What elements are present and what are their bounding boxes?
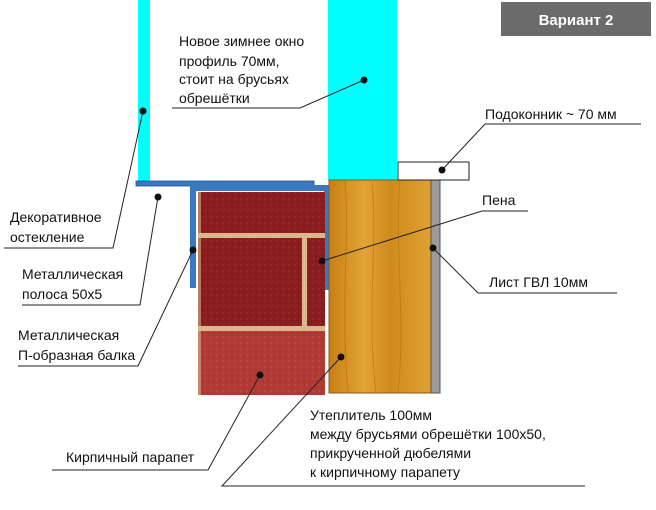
leader-dot — [189, 246, 197, 254]
leader-foam — [321, 210, 528, 262]
window-sill — [397, 161, 470, 181]
leader-dot — [337, 353, 345, 361]
leader-decor — [4, 110, 144, 249]
label-foam: Пена — [482, 192, 516, 208]
mortar-joint — [198, 326, 325, 331]
leader-dot — [256, 371, 264, 379]
mortar-joint — [198, 233, 325, 238]
leader-lines — [4, 79, 641, 487]
leader-dot — [318, 257, 326, 265]
leader-insulation — [220, 356, 585, 487]
leader-dot — [139, 107, 147, 115]
wood-grain — [344, 181, 349, 393]
mortar-joint — [198, 192, 201, 395]
metal-u-beam — [190, 185, 330, 290]
mortar-joint — [302, 236, 307, 328]
label-metal-strip: Металлическая полоса 50х5 — [22, 266, 127, 302]
label-metal-u-beam: Металлическая П-образная балка — [18, 327, 135, 363]
label-decorative-glazing: Декоративное остекление — [10, 209, 105, 245]
leader-dot — [154, 193, 162, 201]
variant-badge-bg — [501, 2, 651, 36]
leader-dot — [438, 166, 446, 174]
label-brick-parapet: Кирпичный парапет — [66, 449, 195, 465]
leader-dots — [139, 76, 446, 379]
new-window-pane — [328, 0, 397, 180]
gvl-sheet — [430, 179, 441, 394]
leader-sill — [441, 123, 641, 171]
label-window: Новое зимнее окно профиль 70мм, стоит на… — [179, 33, 308, 106]
wood-beam — [328, 179, 432, 394]
label-insulation: Утеплитель 100мм между брусьями обрешётк… — [310, 407, 550, 480]
label-gvl: Лист ГВЛ 10мм — [489, 274, 588, 290]
label-sill: Подоконник ~ 70 мм — [485, 106, 617, 122]
leader-window — [172, 79, 365, 109]
wood-grain — [371, 181, 377, 393]
brick-parapet — [198, 192, 325, 395]
leader-dot — [429, 244, 437, 252]
leader-parapet — [52, 374, 261, 471]
wood-grain — [397, 181, 402, 393]
leader-beam — [18, 249, 194, 367]
leader-strip — [22, 196, 159, 306]
leader-dot — [360, 76, 368, 84]
decorative-glass-pane — [138, 0, 150, 182]
variant-badge: Вариант 2 — [501, 2, 651, 36]
wood-beam-body — [328, 179, 432, 394]
brick-lower — [198, 330, 325, 395]
leader-gvl — [432, 247, 617, 294]
variant-badge-label: Вариант 2 — [539, 12, 614, 29]
